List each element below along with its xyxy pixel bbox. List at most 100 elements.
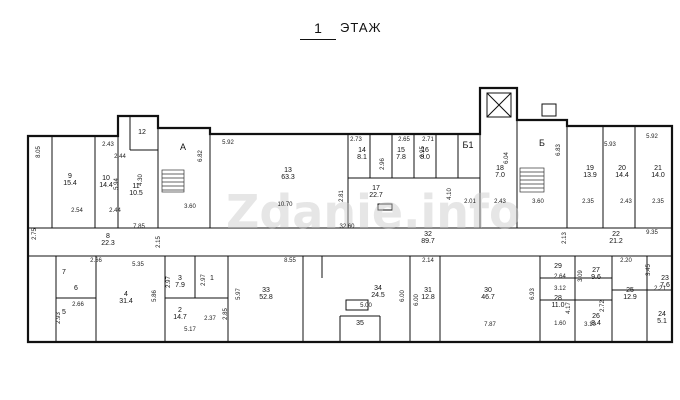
room-area-22: 21.2 — [609, 238, 623, 245]
room-area-30: 46.7 — [481, 294, 495, 301]
dimension-label: 2.43 — [620, 199, 632, 205]
dimension-label: 7.87 — [484, 322, 496, 328]
room-number-2: 2 — [178, 307, 182, 314]
lower-partitions — [55, 256, 672, 342]
dimension-label: 5.97 — [236, 288, 242, 300]
dimension-label: 6.93 — [530, 288, 536, 300]
room-area-11: 10.5 — [129, 190, 143, 197]
outer-wall — [26, 86, 674, 344]
dimension-label: 3.09 — [578, 270, 584, 282]
dimension-label: 5.93 — [604, 142, 616, 148]
room-number-8: 8 — [106, 233, 110, 240]
room-number-7: 7 — [62, 269, 66, 276]
dimension-label: 3.12 — [554, 286, 566, 292]
dimension-label: 5.94 — [114, 178, 120, 190]
dimension-label: 2.20 — [620, 258, 632, 264]
dimension-label: 2.54 — [71, 208, 83, 214]
dimension-label: 2.93 — [56, 312, 62, 324]
room-number-32: 32 — [424, 231, 432, 238]
room-number-20: 20 — [618, 165, 626, 172]
dimension-label: 2.85 — [223, 308, 229, 320]
letter-label-1: Б — [539, 138, 545, 148]
room-number-9: 9 — [68, 173, 72, 180]
floor-number-underline — [300, 39, 336, 40]
room-area-18: 7.0 — [495, 172, 505, 179]
room-number-26: 26 — [592, 313, 600, 320]
floor-label: ЭТАЖ — [340, 20, 382, 35]
room-area-3: 7.9 — [175, 282, 185, 289]
dimension-label: 2.96 — [380, 158, 386, 170]
dimension-label: 4.30 — [138, 174, 144, 186]
dimension-label: 5.92 — [222, 140, 234, 146]
dimension-label: 6.04 — [504, 152, 510, 164]
stair-a — [161, 169, 185, 193]
dimension-label: 3.60 — [532, 199, 544, 205]
dimension-label: 2.44 — [109, 208, 121, 214]
room-area-24: 5.1 — [657, 318, 667, 325]
dimension-label: 2.81 — [339, 190, 345, 202]
room-number-34: 34 — [374, 285, 382, 292]
watermark: Zdanie.info — [226, 185, 521, 239]
dimension-label: 2.97 — [166, 276, 172, 288]
room-number-27: 27 — [592, 267, 600, 274]
shaft-tower — [486, 92, 557, 118]
room-number-25: 25 — [626, 287, 634, 294]
room-area-20: 14.4 — [615, 172, 629, 179]
dimension-label: 5.35 — [132, 262, 144, 268]
dimension-label: 2.01 — [464, 199, 476, 205]
room-number-23: 23 — [661, 275, 669, 282]
dimension-label: 3.10 — [584, 322, 596, 328]
room-number-35: 35 — [356, 320, 364, 327]
room-number-33: 33 — [262, 287, 270, 294]
dimension-label: 32.60 — [339, 224, 355, 230]
dimension-label: 2.43 — [494, 199, 506, 205]
dimension-label: 2.15 — [156, 236, 162, 248]
room-area-31: 12.8 — [421, 294, 435, 301]
dimension-label: 6.83 — [556, 144, 562, 156]
room-number-22: 22 — [612, 231, 620, 238]
dimension-label: 8.55 — [284, 258, 296, 264]
letter-label-0: А — [180, 142, 186, 152]
dimension-label: 1.60 — [554, 321, 566, 327]
dimension-label: 2.97 — [201, 274, 207, 286]
upper-partitions — [51, 116, 636, 228]
floor-title: 1 ЭТАЖ — [300, 18, 410, 42]
room-area-8: 22.3 — [101, 240, 115, 247]
room-number-11: 11 — [132, 183, 139, 190]
dimension-label: 2.14 — [422, 258, 434, 264]
dimension-label: 2.64 — [554, 274, 566, 280]
room-area-4: 31.4 — [119, 298, 133, 305]
room-area-32: 89.7 — [421, 238, 435, 245]
elevator-mark — [377, 203, 393, 211]
dimension-label: 2.65 — [398, 137, 410, 143]
dimension-label: 2.35 — [582, 199, 594, 205]
room-number-14: 14 — [358, 147, 366, 154]
room-area-23: 7.6 — [660, 282, 670, 289]
dimension-label: 5.17 — [184, 327, 196, 333]
room-area-27: 9.6 — [591, 274, 601, 281]
stair-35-mark — [345, 299, 369, 311]
room-area-17: 22.7 — [369, 192, 383, 199]
dimension-label: 2.44 — [114, 154, 126, 160]
room-area-33: 52.8 — [259, 294, 273, 301]
room-number-29: 29 — [554, 263, 562, 270]
room-area-25: 12.9 — [623, 294, 637, 301]
dimension-label: 2.35 — [652, 199, 664, 205]
room-number-5: 5 — [62, 309, 66, 316]
room-number-3: 3 — [178, 275, 182, 282]
room-area-21: 14.0 — [651, 172, 665, 179]
room-number-17: 17 — [372, 185, 380, 192]
room-area-10: 14.4 — [99, 182, 113, 189]
room-area-9: 15.4 — [63, 180, 77, 187]
room-number-16: 16 — [421, 147, 429, 154]
dimension-label: 6.82 — [198, 150, 204, 162]
dimension-label: 8.05 — [36, 146, 42, 158]
dimension-label: 2.66 — [72, 302, 84, 308]
room-area-26: 8.4 — [591, 320, 601, 327]
dimension-label: 6.00 — [414, 294, 420, 306]
room-area-13: 63.3 — [281, 174, 295, 181]
floor-number: 1 — [314, 20, 322, 36]
